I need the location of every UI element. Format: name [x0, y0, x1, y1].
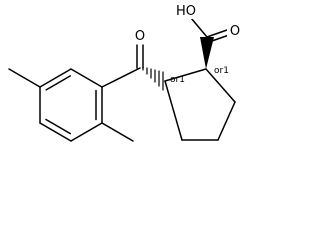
- ring-bond: [70, 122, 103, 142]
- ring-bond: [205, 68, 236, 103]
- molecule-structure: O HO O or1 or1: [8, 4, 241, 142]
- acid-hydroxyl-bond: [190, 17, 208, 38]
- acid-double-bond: [208, 34, 230, 43]
- aryl-carbonyl-bond: [101, 67, 141, 88]
- benzene-ring: [39, 68, 103, 142]
- ring-bond: [39, 122, 72, 142]
- ring-bond: [217, 101, 236, 141]
- solid-wedge-bond: [200, 37, 214, 69]
- stereo-label-ketone-carbon: or1: [170, 75, 185, 85]
- ring-bond: [39, 68, 72, 88]
- hashed-wedge-bond: [142, 66, 164, 91]
- acid-hydroxyl-label: HO: [176, 4, 196, 19]
- ring-double-bond: [45, 118, 72, 135]
- stereo-label-acid-carbon: or1: [214, 66, 229, 76]
- acid-oxygen-label: O: [230, 24, 240, 39]
- ring-double-bond: [45, 75, 72, 91]
- methyl-bond-top: [8, 68, 41, 88]
- cyclopentane-ring: [164, 68, 236, 141]
- methyl-bond-bottom: [101, 122, 134, 142]
- acid-double-bond: [206, 29, 228, 38]
- ring-bond: [164, 68, 207, 82]
- ketone-oxygen-label: O: [135, 29, 145, 44]
- ring-bond: [70, 68, 103, 88]
- ring-bond: [164, 80, 183, 141]
